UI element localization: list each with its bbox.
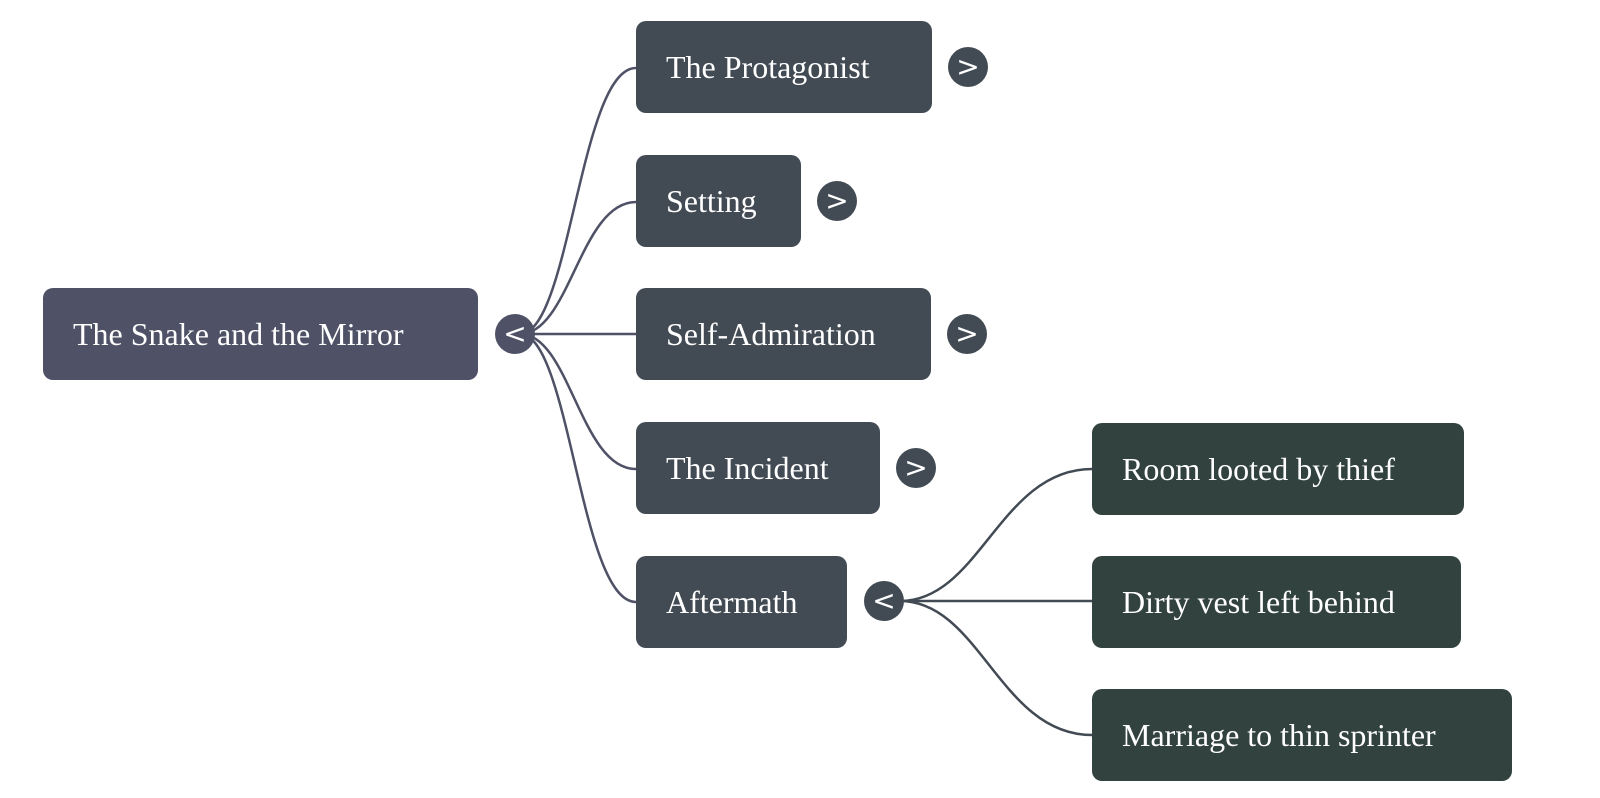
node-protagonist[interactable]: The Protagonist xyxy=(636,21,932,113)
node-label: Setting xyxy=(666,182,757,219)
node-label: Self-Admiration xyxy=(666,315,876,352)
node-label: Aftermath xyxy=(666,583,798,620)
link-aftermath-marriage xyxy=(899,599,1093,737)
root-node[interactable]: The Snake and the Mirror xyxy=(43,288,478,380)
link-aftermath-room xyxy=(899,467,1093,603)
expand-toggle-incident[interactable]: > xyxy=(896,448,936,488)
chevron-right-icon: > xyxy=(904,451,928,484)
collapse-toggle-root[interactable]: < xyxy=(495,314,535,354)
node-room-looted[interactable]: Room looted by thief xyxy=(1092,423,1464,515)
link-root-setting xyxy=(519,200,637,336)
chevron-right-icon: > xyxy=(825,184,849,217)
node-self-admiration[interactable]: Self-Admiration xyxy=(636,288,931,380)
node-dirty-vest[interactable]: Dirty vest left behind xyxy=(1092,556,1461,648)
root-label: The Snake and the Mirror xyxy=(73,315,404,352)
link-root-protagonist xyxy=(519,66,637,336)
node-incident[interactable]: The Incident xyxy=(636,422,880,514)
node-label: Room looted by thief xyxy=(1122,450,1395,487)
node-label: The Protagonist xyxy=(666,48,870,85)
expand-toggle-setting[interactable]: > xyxy=(817,181,857,221)
collapse-toggle-aftermath[interactable]: < xyxy=(864,581,904,621)
chevron-left-icon: < xyxy=(872,584,896,617)
node-label: The Incident xyxy=(666,449,829,486)
chevron-right-icon: > xyxy=(956,50,980,83)
node-aftermath[interactable]: Aftermath xyxy=(636,556,847,648)
node-label: Dirty vest left behind xyxy=(1122,583,1395,620)
node-marriage[interactable]: Marriage to thin sprinter xyxy=(1092,689,1512,781)
expand-toggle-self-admiration[interactable]: > xyxy=(947,314,987,354)
expand-toggle-protagonist[interactable]: > xyxy=(948,47,988,87)
link-root-incident xyxy=(519,332,637,471)
node-setting[interactable]: Setting xyxy=(636,155,801,247)
chevron-right-icon: > xyxy=(955,317,979,350)
link-root-aftermath xyxy=(519,332,637,604)
node-label: Marriage to thin sprinter xyxy=(1122,716,1436,753)
chevron-left-icon: < xyxy=(503,317,527,350)
